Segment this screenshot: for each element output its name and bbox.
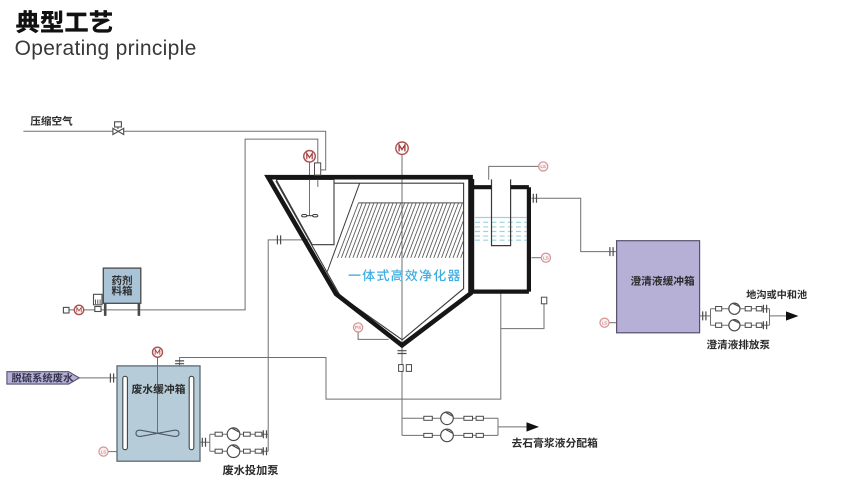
svg-text:Operating principle: Operating principle [15,37,197,60]
svg-text:LS: LS [101,449,107,454]
svg-text:LS: LS [602,321,608,326]
svg-text:LS: LS [543,256,549,261]
svg-text:PS: PS [355,325,361,330]
svg-text:LS: LS [540,164,546,169]
